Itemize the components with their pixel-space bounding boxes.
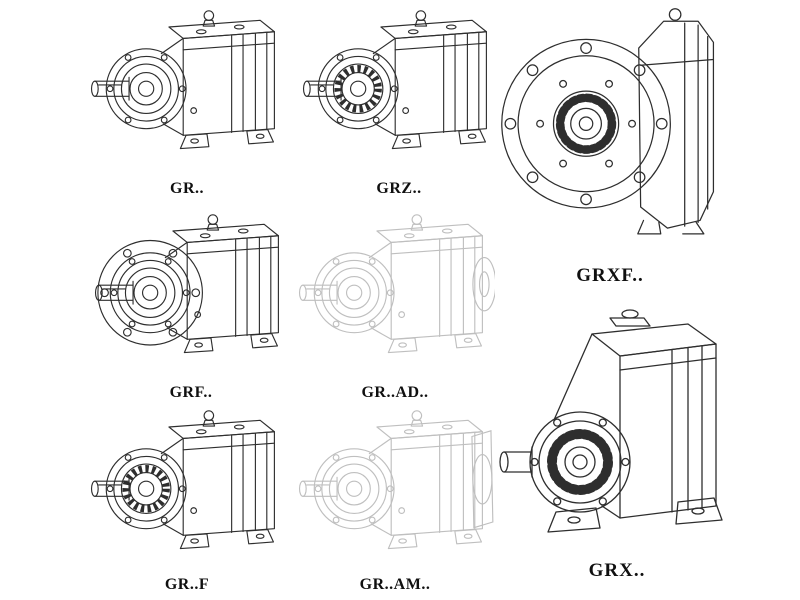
product-label-grz: GRZ.. <box>376 180 422 197</box>
gearbox-drawing-gr-am <box>295 408 494 560</box>
product-label-gr: GR.. <box>170 180 204 197</box>
product-label-gr-f: GR..F <box>164 576 210 593</box>
input-adapter-detail <box>472 257 495 312</box>
gearbox-drawing-grx <box>492 300 742 550</box>
product-label-gr-ad: GR..AD.. <box>361 384 429 401</box>
product-cell-gr: GR.. <box>84 8 290 198</box>
product-label-grx: GRX.. <box>588 560 646 581</box>
product-label-grf: GRF.. <box>169 384 213 401</box>
gearbox-drawing-grxf <box>495 4 725 253</box>
product-cell-grf: GRF.. <box>88 212 294 402</box>
product-cell-grz: GRZ.. <box>296 8 502 198</box>
motor-flange-detail <box>471 430 494 529</box>
gearbox-drawing-grf <box>91 212 291 364</box>
gearbox-drawing-gr-f <box>87 408 287 560</box>
product-label-gr-am: GR..AM.. <box>359 576 431 593</box>
product-cell-gr-ad: GR..AD.. <box>292 212 498 402</box>
product-cell-grx: GRX.. <box>492 300 742 582</box>
product-label-grxf: GRXF.. <box>576 265 644 286</box>
gearbox-drawing-gr-ad <box>295 212 495 364</box>
gearbox-drawing-gr <box>87 8 287 160</box>
product-cell-grxf: GRXF.. <box>492 4 728 287</box>
gearbox-drawing-grz <box>299 8 499 160</box>
product-cell-gr-am: GR..AM.. <box>292 408 498 594</box>
product-cell-gr-f: GR..F <box>84 408 290 594</box>
